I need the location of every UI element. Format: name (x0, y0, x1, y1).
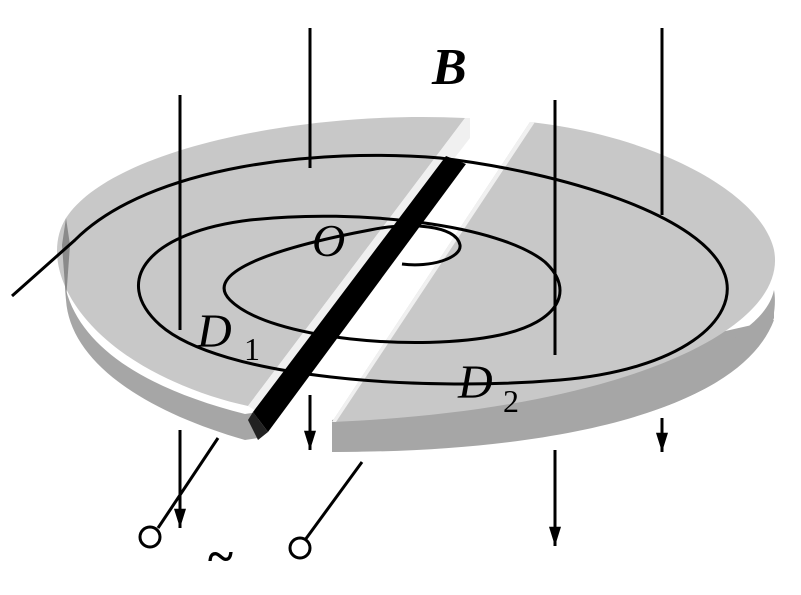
gap-electrode-side (248, 412, 268, 440)
terminal-left (138, 525, 162, 549)
dee-d2-gap-face (332, 122, 535, 422)
dee-d2-side-fill (332, 292, 774, 452)
lead-right (303, 461, 364, 541)
label-center-o: O (312, 215, 345, 266)
lead-left (156, 437, 220, 529)
label-dee2-sub: 2 (503, 383, 519, 419)
spiral-trajectory (11, 153, 729, 386)
terminal-right (288, 536, 312, 560)
label-dee2-letter: D (457, 356, 493, 409)
dee-d1-gap-face (248, 118, 470, 412)
label-dee1-sub: 1 (244, 331, 260, 367)
label-ac-source: ~ (208, 530, 233, 583)
magnetic-field-lines (174, 28, 668, 546)
label-dee1-letter: D (196, 305, 232, 358)
dee-d1-side (66, 290, 258, 440)
dee-d1-cut (62, 218, 70, 300)
label-field-b: B (431, 39, 467, 96)
ac-source-leads (156, 437, 364, 541)
